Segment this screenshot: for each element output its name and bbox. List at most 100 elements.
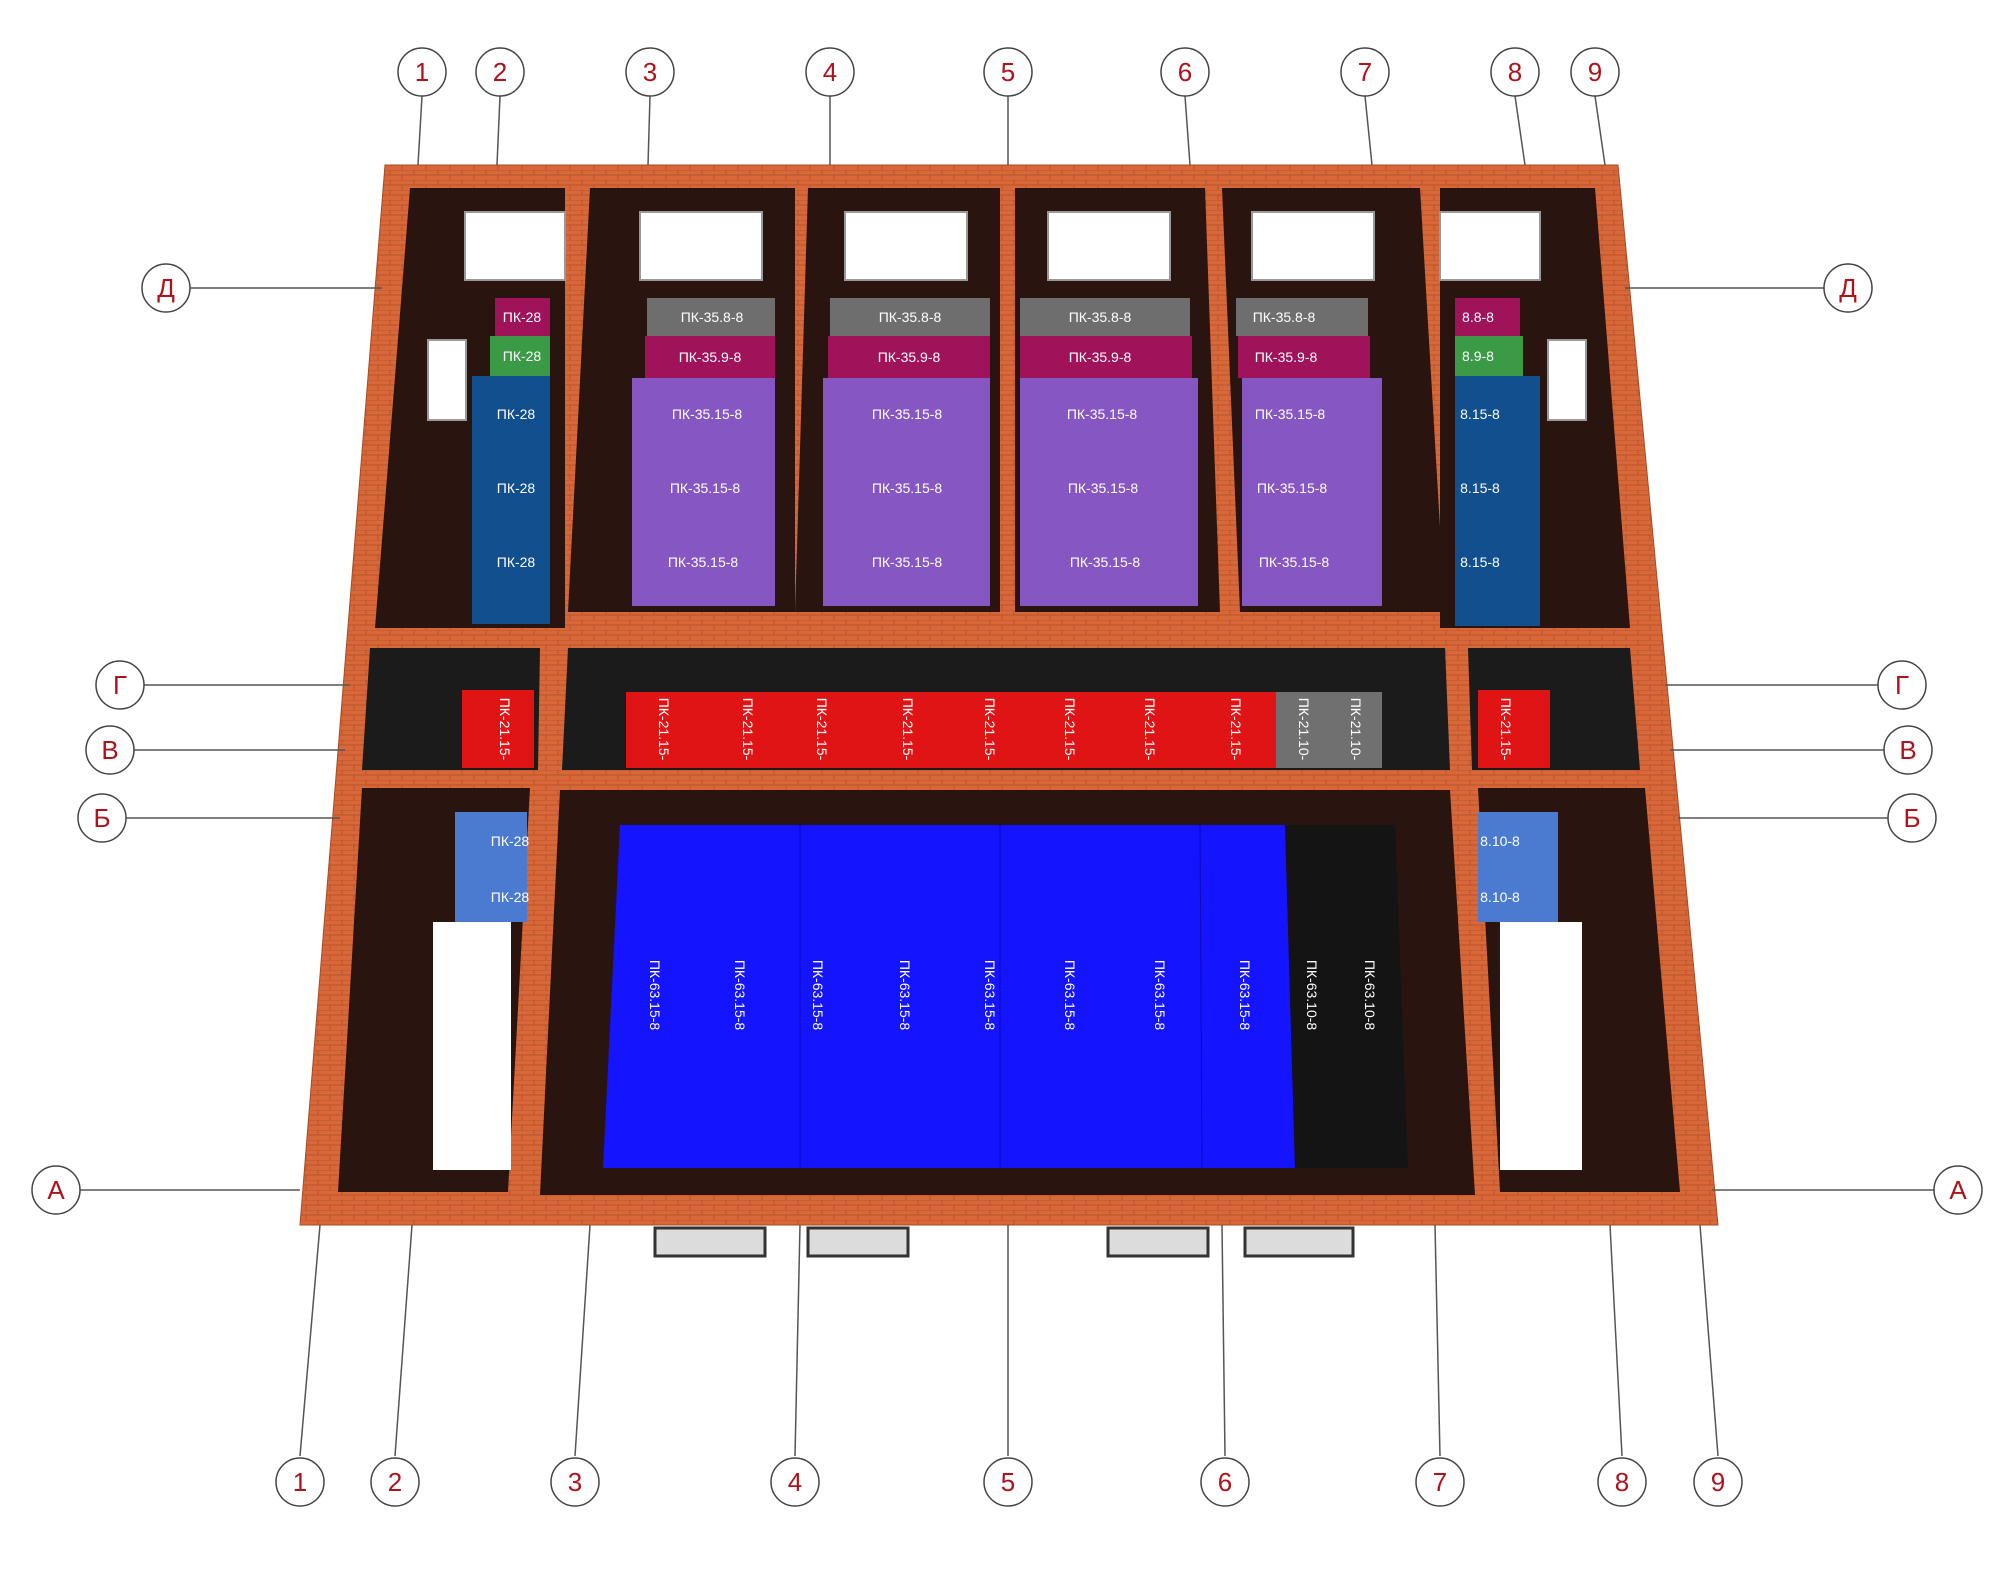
slab-label: ПК-21.15- <box>1062 698 1078 761</box>
axis-circle <box>370 1457 420 1507</box>
axis-line <box>1514 95 1526 166</box>
axis-marker-top-6: 6 <box>1160 47 1210 97</box>
foundation-block <box>806 1226 910 1258</box>
slab-label: ПК-63.15-8 <box>647 960 663 1031</box>
axis-circle <box>77 793 127 843</box>
axis-marker-top-5: 5 <box>983 47 1033 97</box>
axis-label: 6 <box>1218 1467 1232 1497</box>
axis-line <box>647 95 651 166</box>
axis-marker-bottom-1: 1 <box>275 1457 325 1507</box>
slab-label: ПК-35.9-8 <box>679 349 742 365</box>
slab-label: ПК-35.15-8 <box>872 554 943 570</box>
axis-label: 5 <box>1001 57 1015 87</box>
axis-marker-right-3: Б <box>1887 793 1937 843</box>
axis-marker-bottom-9: 9 <box>1693 1457 1743 1507</box>
slab-label: ПК-63.15-8 <box>810 960 826 1031</box>
slab-label: ПК-63.15-8 <box>732 960 748 1031</box>
slab-label: ПК-35.9-8 <box>1255 349 1318 365</box>
axis-marker-bottom-8: 8 <box>1597 1457 1647 1507</box>
axis-circle <box>95 660 145 710</box>
slab <box>828 336 990 378</box>
window-icon <box>464 211 566 281</box>
axis-label: Д <box>1839 273 1857 303</box>
axis-line <box>1609 1224 1623 1457</box>
axis-circle <box>1570 47 1620 97</box>
slab-label: ПК-21.10- <box>1348 698 1364 761</box>
slab <box>1238 336 1370 378</box>
axis-label: В <box>1899 735 1916 765</box>
axis-circle <box>1490 47 1540 97</box>
slab <box>603 825 1295 1168</box>
window-icon <box>1251 211 1375 281</box>
axis-marker-top-1: 1 <box>397 47 447 97</box>
window-icon <box>1439 211 1541 281</box>
axis-circle <box>1340 47 1390 97</box>
slab <box>626 692 1276 768</box>
window-side-icon <box>1547 339 1587 421</box>
axis-circle <box>397 47 447 97</box>
slab-label: 8.15-8 <box>1460 406 1500 422</box>
slab <box>1285 825 1408 1168</box>
windows-top <box>427 211 1587 421</box>
axis-label: Б <box>1903 803 1920 833</box>
slab-label: ПК-21.15- <box>740 698 756 761</box>
slab-label: ПК-63.15-8 <box>1152 960 1168 1031</box>
window-side-icon <box>427 339 467 421</box>
axis-circle <box>1823 263 1873 313</box>
axis-label: Г <box>1895 670 1909 700</box>
axis-line <box>1699 1224 1719 1457</box>
axis-circle <box>1693 1457 1743 1507</box>
axis-marker-bottom-5: 5 <box>983 1457 1033 1507</box>
axis-line <box>1221 1224 1226 1457</box>
axis-label: 8 <box>1508 57 1522 87</box>
slab-label: ПК-28 <box>503 348 542 364</box>
axis-marker-bottom-4: 4 <box>770 1457 820 1507</box>
axis-label: 4 <box>823 57 837 87</box>
axis-label: 1 <box>293 1467 307 1497</box>
axis-label: 4 <box>788 1467 802 1497</box>
axis-label: А <box>47 1175 65 1205</box>
slab-label: ПК-35.9-8 <box>1069 349 1132 365</box>
axis-circle <box>983 47 1033 97</box>
axis-label: 7 <box>1433 1467 1447 1497</box>
axis-label: 3 <box>643 57 657 87</box>
axis-marker-left-1: Г <box>95 660 145 710</box>
slab <box>495 298 550 336</box>
axis-label: 8 <box>1615 1467 1629 1497</box>
slab-label: ПК-21.15- <box>1142 698 1158 761</box>
axis-circle <box>805 47 855 97</box>
slabs-bottom-sides: ПК-28 ПК-28 8.10-8 8.10-8 <box>433 812 1582 1170</box>
axis-circle <box>983 1457 1033 1507</box>
axis-label: Г <box>113 670 127 700</box>
foundation-blocks <box>653 1226 1355 1258</box>
axis-circle <box>141 263 191 313</box>
slab-label: ПК-21.15- <box>497 698 513 761</box>
slab-label: ПК-35.15-8 <box>670 480 741 496</box>
slab <box>1276 692 1382 768</box>
slabs-corridor: ПК-21.15- ПК-21.15- ПК-21.15- ПК-21.15- … <box>462 690 1550 768</box>
slab-label: ПК-35.9-8 <box>878 349 941 365</box>
slab-label: ПК-35.15-8 <box>1068 480 1139 496</box>
slab-label: ПК-63.10-8 <box>1304 960 1320 1031</box>
axis-label: 9 <box>1711 1467 1725 1497</box>
axis-line <box>496 95 501 166</box>
slab-label: ПК-35.15-8 <box>1259 554 1330 570</box>
slab-label: ПК-63.15-8 <box>1062 960 1078 1031</box>
axis-marker-bottom-3: 3 <box>550 1457 600 1507</box>
slab <box>490 336 550 376</box>
slab <box>1455 336 1523 376</box>
slab-opening <box>433 922 511 1170</box>
slabs-top-right: 8.8-8 8.9-8 8.15-8 8.15-8 8.15-8 <box>1455 298 1540 626</box>
axis-label: 3 <box>568 1467 582 1497</box>
foundation-block <box>1106 1226 1210 1258</box>
slab-label: ПК-35.8-8 <box>879 309 942 325</box>
foundation-block <box>653 1226 767 1258</box>
axis-marker-top-7: 7 <box>1340 47 1390 97</box>
window-icon <box>1047 211 1171 281</box>
axis-marker-left-0: Д <box>141 263 191 313</box>
slab-label: 8.8-8 <box>1462 309 1494 325</box>
axis-label: 9 <box>1588 57 1602 87</box>
axis-circle <box>85 725 135 775</box>
